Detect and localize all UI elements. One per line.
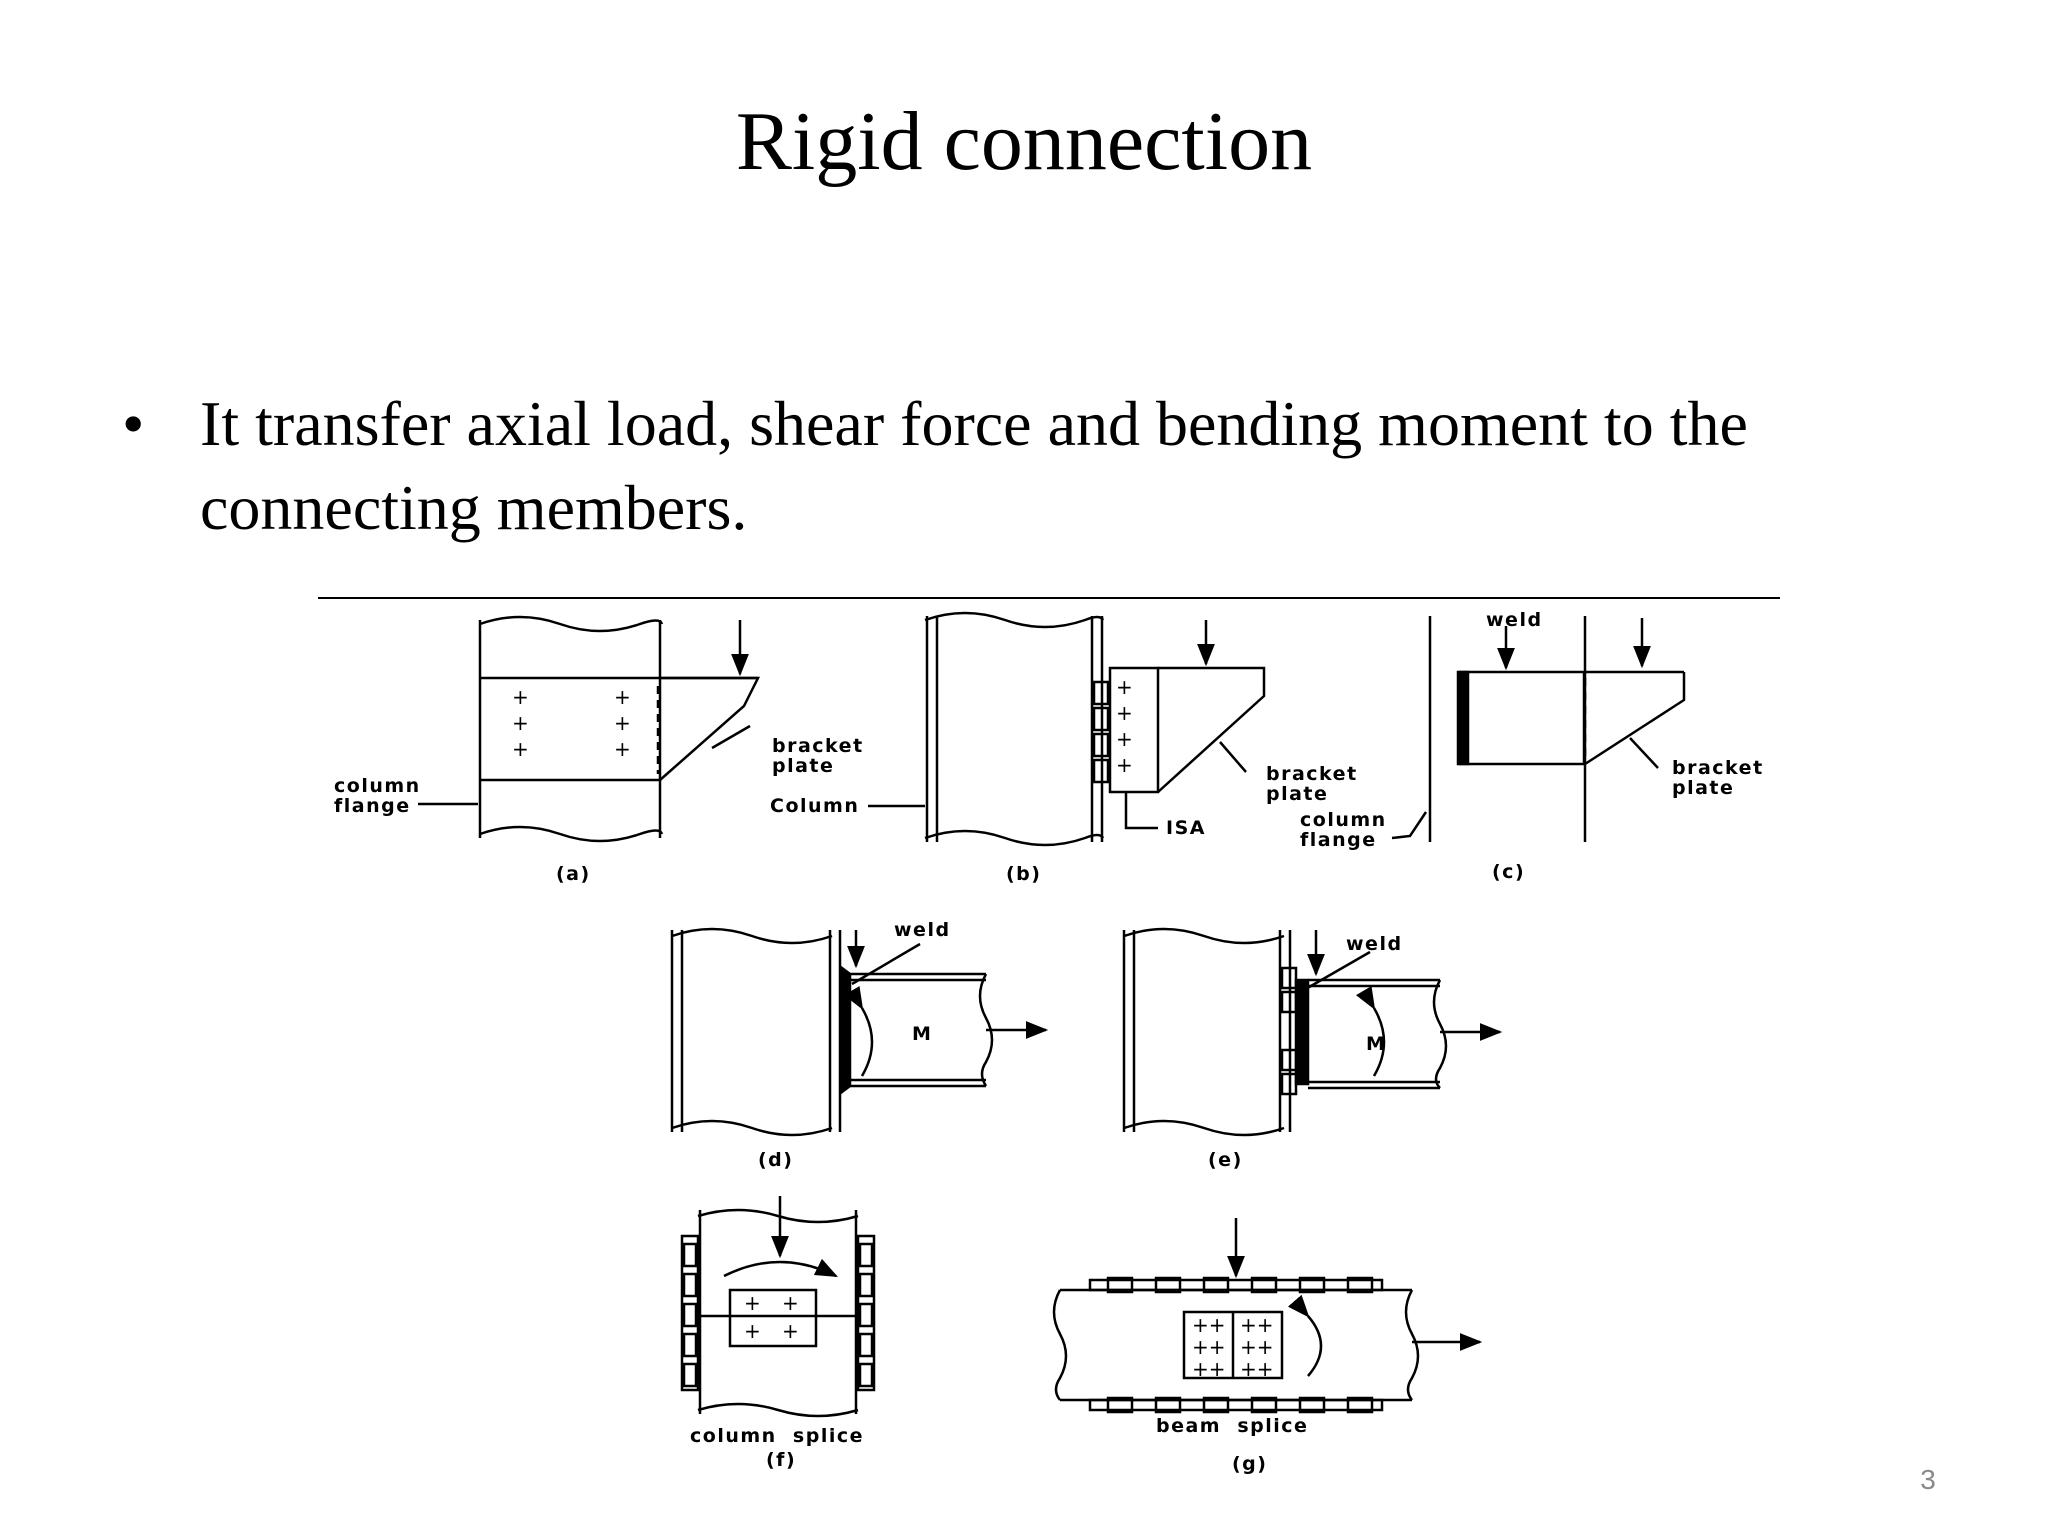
- slide-title: Rigid connection: [735, 95, 1313, 188]
- page-number: 3: [1920, 1464, 1936, 1495]
- svg-text:+: +: [512, 685, 529, 709]
- label-bracket-plate-a2: plate: [772, 755, 834, 777]
- svg-text:++: ++: [1192, 1335, 1226, 1359]
- svg-text:+: +: [614, 737, 631, 761]
- svg-text:++: ++: [1240, 1357, 1274, 1381]
- label-weld-d: weld: [894, 919, 951, 941]
- caption-b: (b): [1006, 863, 1041, 885]
- label-isa: ISA: [1166, 817, 1206, 839]
- caption-d: (d): [758, 1149, 793, 1171]
- svg-text:+: +: [614, 711, 631, 735]
- detail-g: [1052, 1218, 1483, 1414]
- label-weld-e: weld: [1346, 933, 1403, 955]
- label-weld-c: weld: [1486, 609, 1543, 631]
- svg-text:+: +: [744, 1291, 761, 1315]
- label-column-flange-c2: flange: [1300, 829, 1377, 851]
- figure-captions: (a) (b) (c) (d) (e) (f) (g): [556, 861, 1525, 1475]
- svg-text:+: +: [1116, 727, 1133, 751]
- caption-g: (g): [1232, 1453, 1267, 1475]
- label-bracket-plate-c: bracket: [1672, 757, 1764, 779]
- caption-f: (f): [766, 1449, 796, 1471]
- bolt-markers: +++ +++ ++++ ++ ++ ++++ ++++ ++++: [512, 675, 1274, 1381]
- svg-text:++: ++: [1240, 1313, 1274, 1337]
- label-bracket-plate-b: bracket: [1266, 763, 1358, 785]
- label-beam-splice: beam splice: [1156, 1415, 1308, 1437]
- svg-text:++: ++: [1240, 1335, 1274, 1359]
- detail-c: [1391, 616, 1686, 842]
- svg-text:+: +: [512, 737, 529, 761]
- detail-a: [418, 615, 761, 843]
- detail-e: [1122, 927, 1503, 1137]
- label-column-flange-c: column: [1300, 809, 1387, 831]
- bullet-marker: •: [122, 388, 145, 459]
- label-column-flange-a2: flange: [334, 795, 411, 817]
- caption-e: (e): [1208, 1149, 1243, 1171]
- svg-text:+: +: [1116, 753, 1133, 777]
- label-moment-d: M: [912, 1023, 932, 1045]
- svg-text:+: +: [782, 1291, 799, 1315]
- label-column-flange-a: column: [334, 775, 421, 797]
- detail-b: [868, 611, 1266, 847]
- svg-text:+: +: [614, 685, 631, 709]
- svg-text:+: +: [1116, 675, 1133, 699]
- svg-text:++: ++: [1192, 1357, 1226, 1381]
- figure-labels: bracket plate column flange Column brack…: [334, 609, 1764, 1447]
- label-bracket-plate-b2: plate: [1266, 783, 1328, 805]
- bullet-text: It transfer axial load, shear force and …: [200, 388, 1748, 543]
- svg-text:++: ++: [1192, 1313, 1226, 1337]
- caption-c: (c): [1492, 861, 1525, 883]
- svg-text:+: +: [1116, 701, 1133, 725]
- detail-d: [670, 927, 1049, 1137]
- label-column-b: Column: [770, 795, 859, 817]
- label-bracket-plate-a: bracket: [772, 735, 864, 757]
- svg-text:+: +: [512, 711, 529, 735]
- svg-text:+: +: [782, 1319, 799, 1343]
- svg-text:+: +: [744, 1319, 761, 1343]
- label-bracket-plate-c2: plate: [1672, 777, 1734, 799]
- label-column-splice: column splice: [690, 1425, 864, 1447]
- label-moment-e: M: [1366, 1033, 1386, 1055]
- detail-f: [680, 1196, 876, 1418]
- caption-a: (a): [556, 863, 591, 885]
